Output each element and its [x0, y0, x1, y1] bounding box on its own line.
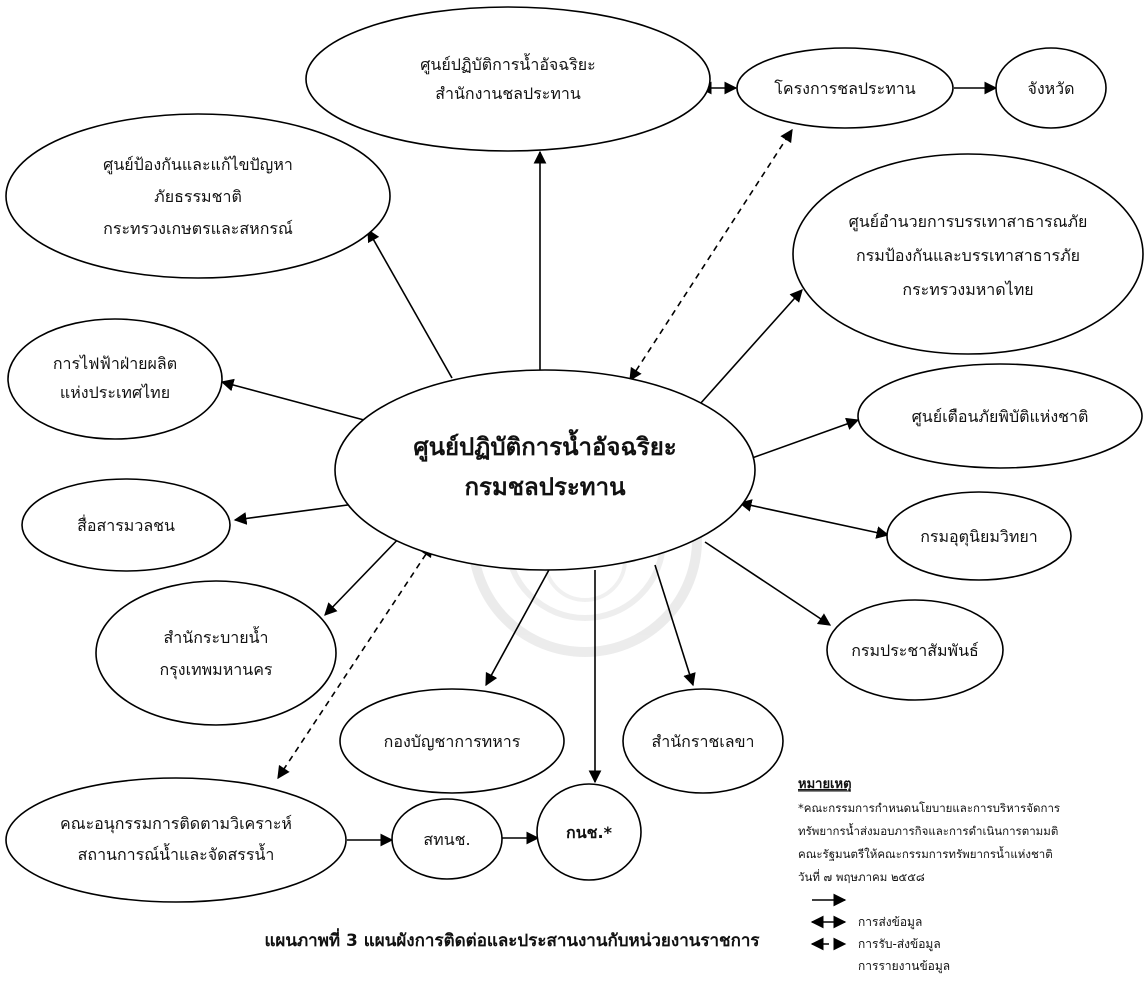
node-prd-label: กรมประชาสัมพันธ์	[851, 641, 979, 660]
node-rid-center-line-1: ศูนย์ปฏิบัติการน้ำอัจฉริยะ	[420, 53, 596, 75]
node-egat-line-2: แห่งประเทศไทย	[60, 383, 170, 402]
note-block: หมายเหตุ *คณะกรรมการกำหนดนโยบายและการบริ…	[798, 777, 1060, 884]
node-subcommittee-line-1: คณะอนุกรรมการติดตามวิเคราะห์	[60, 814, 292, 834]
node-ndwc: ศูนย์เตือนภัยพิบัติแห่งชาติ	[857, 363, 1143, 469]
node-irrigation-project: โครงการชลประทาน	[736, 47, 954, 129]
legend-report-label: การรายงานข้อมูล	[858, 959, 950, 974]
node-ddpm-line-3: กระทรวงมหาดไทย	[902, 280, 1033, 299]
node-media: สื่อสารมวลชน	[21, 478, 231, 572]
note-line-2: ทรัพยากรน้ำส่งมอบภารกิจและการดำเนินการตา…	[798, 823, 1058, 838]
note-title: หมายเหตุ	[798, 777, 852, 792]
node-subcommittee: คณะอนุกรรมการติดตามวิเคราะห์ สถานการณ์น้…	[5, 777, 347, 903]
edge-center-to-moac	[367, 228, 453, 379]
node-irrigation-project-label: โครงการชลประทาน	[774, 79, 916, 98]
edge-center-to-ndwc	[751, 417, 860, 459]
node-center: ศูนย์ปฏิบัติการน้ำอัจฉริยะ กรมชลประทาน	[334, 369, 756, 571]
edge-center-to-egat	[220, 378, 365, 421]
note-line-1: *คณะกรรมการกำหนดนโยบายและการบริหารจัดการ	[798, 801, 1060, 815]
node-military-label: กองบัญชาการทหาร	[384, 732, 521, 751]
node-prd: กรมประชาสัมพันธ์	[826, 599, 1004, 701]
edge-center-to-tmd	[738, 499, 890, 539]
edge-center-to-subcommittee	[277, 543, 433, 780]
node-military: กองบัญชาการทหาร	[339, 688, 565, 794]
node-rid-center: ศูนย์ปฏิบัติการน้ำอัจฉริยะ สำนักงานชลประ…	[305, 6, 711, 152]
edge-center-to-prd	[704, 541, 832, 626]
node-bma-drainage: สำนักระบายน้ำ กรุงเทพมหานคร	[95, 580, 337, 726]
diagram-caption: แผนภาพที่ 3 แผนผังการติดต่อและประสานงานก…	[264, 928, 760, 951]
note-line-4: วันที่ ๗ พฤษภาคม ๒๕๕๘	[798, 869, 925, 884]
node-subcommittee-line-2: สถานการณ์น้ำและจัดสรรน้ำ	[78, 843, 275, 864]
node-egat: การไฟฟ้าฝ่ายผลิต แห่งประเทศไทย	[7, 318, 223, 440]
note-line-3: คณะรัฐมนตรีให้คณะกรรมการทรัพยากรน้ำแห่งช…	[798, 846, 1053, 861]
legend-exchange-label: การรับ-ส่งข้อมูล	[858, 937, 941, 952]
node-rid-center-line-2: สำนักงานชลประทาน	[435, 84, 581, 103]
node-moac-line-2: ภัยธรรมชาติ	[154, 187, 242, 206]
node-onwr-label: สทนช.	[423, 830, 470, 849]
node-ddpm-line-1: ศูนย์อำนวยการบรรเทาสาธารณภัย	[849, 212, 1088, 232]
node-bma-line-2: กรุงเทพมหานคร	[160, 660, 273, 680]
node-province-label: จังหวัด	[1027, 79, 1074, 98]
node-moac-line-1: ศูนย์ป้องกันและแก้ไขปัญหา	[103, 155, 293, 175]
node-moac-disaster: ศูนย์ป้องกันและแก้ไขปัญหา ภัยธรรมชาติ กร…	[5, 113, 391, 279]
node-nwrc: กนช.*	[536, 783, 642, 881]
node-secretariat: สำนักราชเลขา	[622, 688, 784, 794]
edge-center-to-military	[485, 567, 551, 687]
node-center-line-2: กรมชลประทาน	[465, 473, 627, 501]
node-secretariat-label: สำนักราชเลขา	[651, 732, 754, 751]
node-ddpm-line-2: กรมป้องกันและบรรเทาสาธารภัย	[856, 246, 1080, 265]
legend-send-label: การส่งข้อมูล	[858, 915, 922, 930]
node-media-label: สื่อสารมวลชน	[77, 514, 175, 535]
node-ddpm: ศูนย์อำนวยการบรรเทาสาธารณภัย กรมป้องกันแ…	[792, 153, 1144, 355]
node-province: จังหวัด	[995, 47, 1107, 129]
edge-center-to-bma	[324, 531, 406, 616]
node-nwrc-label: กนช.*	[566, 823, 613, 842]
node-onwr: สทนช.	[391, 798, 503, 880]
node-tmd: กรมอุตุนิยมวิทยา	[886, 491, 1072, 581]
edge-center-to-project	[629, 128, 793, 382]
node-tmd-label: กรมอุตุนิยมวิทยา	[920, 527, 1038, 547]
edge-center-to-ddpm	[699, 289, 803, 405]
node-ndwc-label: ศูนย์เตือนภัยพิบัติแห่งชาติ	[912, 407, 1089, 427]
legend: การส่งข้อมูล การรับ-ส่งข้อมูล การรายงานข…	[810, 893, 950, 974]
node-center-line-1: ศูนย์ปฏิบัติการน้ำอัจฉริยะ	[413, 428, 676, 462]
edge-center-to-secretariat	[654, 564, 696, 687]
node-moac-line-3: กระทรวงเกษตรและสหกรณ์	[103, 219, 293, 238]
node-egat-line-1: การไฟฟ้าฝ่ายผลิต	[53, 354, 177, 373]
node-bma-line-1: สำนักระบายน้ำ	[164, 626, 269, 647]
